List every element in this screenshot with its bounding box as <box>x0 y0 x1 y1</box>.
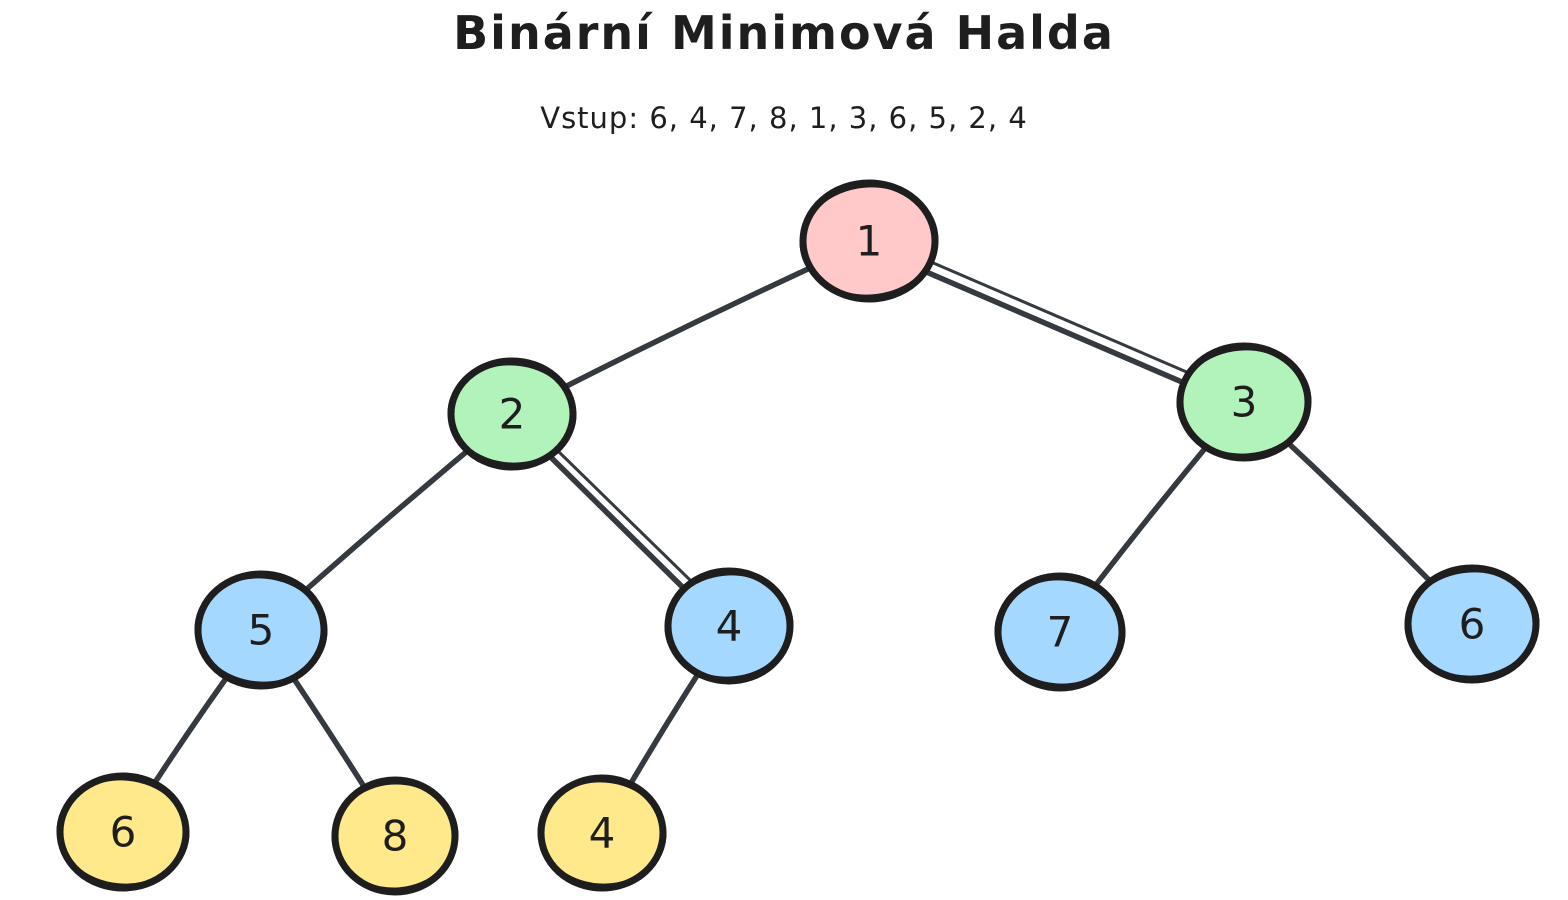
heap-node-8-leaf: 8 <box>331 776 459 896</box>
node-value: 2 <box>499 390 526 439</box>
heap-node-2: 2 <box>447 357 577 471</box>
heap-node-5: 5 <box>194 570 328 690</box>
heap-node-6-leaf: 6 <box>56 772 190 892</box>
node-sketch-outline <box>537 779 667 887</box>
node-sketch-outline <box>56 777 190 887</box>
node-sketch-outline <box>994 577 1126 687</box>
heap-node-4-leaf: 4 <box>537 774 667 892</box>
node-circle <box>664 567 794 685</box>
node-value: 6 <box>110 808 137 857</box>
node-circle <box>56 772 190 892</box>
node-sketch-outline <box>331 781 459 891</box>
heap-node-3: 3 <box>1176 342 1312 462</box>
node-circle <box>331 776 459 896</box>
node-sketch-outline <box>194 575 328 685</box>
input-sequence-label: Vstup: 6, 4, 7, 8, 1, 3, 6, 5, 2, 4 <box>540 101 1028 135</box>
node-value: 7 <box>1047 608 1074 657</box>
node-circle <box>799 179 939 303</box>
node-value: 3 <box>1231 378 1258 427</box>
tree-edges <box>120 235 1475 839</box>
node-circle <box>447 357 577 471</box>
node-circle <box>537 774 667 892</box>
diagram-title: Binární Minimová Halda <box>453 6 1115 60</box>
node-sketch-outline <box>799 184 939 298</box>
node-sketch-outline <box>664 572 794 680</box>
heap-node-6-right: 6 <box>1404 564 1540 684</box>
heap-node-7: 7 <box>994 572 1126 692</box>
node-value: 6 <box>1459 600 1486 649</box>
node-circle <box>1404 564 1540 684</box>
node-sketch-outline <box>1404 569 1540 679</box>
node-value: 5 <box>248 606 275 655</box>
heap-node-root-1: 1 <box>799 179 939 303</box>
node-value: 8 <box>382 812 409 861</box>
node-sketch-outline <box>447 362 577 466</box>
node-sketch-outline <box>1176 347 1312 457</box>
node-value: 4 <box>589 809 616 858</box>
node-circle <box>194 570 328 690</box>
node-circle <box>1176 342 1312 462</box>
node-circle <box>994 572 1126 692</box>
node-value: 1 <box>856 217 883 266</box>
node-value: 4 <box>716 602 743 651</box>
edge-1-3-inner <box>871 235 1249 400</box>
heap-node-4: 4 <box>664 567 794 685</box>
